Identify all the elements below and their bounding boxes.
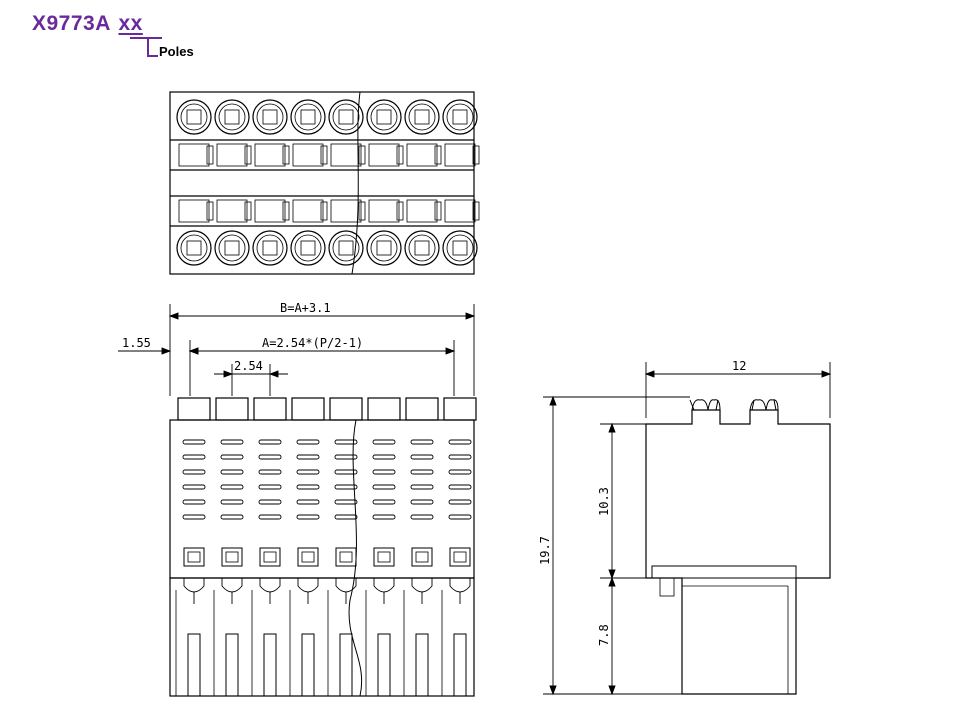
front-pin-tab	[177, 397, 211, 421]
top-pin-circle	[290, 99, 326, 135]
part-number: X9773A	[32, 12, 111, 35]
front-pin-tab	[329, 397, 363, 421]
front-view	[169, 397, 477, 697]
pole-suffix: xx	[118, 12, 143, 35]
top-pin-circle	[214, 230, 250, 266]
side-view	[645, 399, 831, 695]
top-pin-circle	[176, 230, 212, 266]
top-pin-circle	[404, 99, 440, 135]
top-pin-circle	[176, 99, 212, 135]
top-pin-circle	[442, 99, 478, 135]
front-pin-tab	[291, 397, 325, 421]
dim-depth: 12	[732, 359, 746, 373]
front-pin-tab	[367, 397, 401, 421]
top-pin-circle	[214, 99, 250, 135]
front-pin-tab	[253, 397, 287, 421]
side-dimensions	[543, 362, 832, 696]
dim-pitch-span: A=2.54*(P/2-1)	[262, 336, 363, 350]
front-pin-tab	[443, 397, 477, 421]
suffix-callout-line	[147, 38, 158, 57]
front-pin-tab	[405, 397, 439, 421]
top-pin-circle	[366, 230, 402, 266]
top-pin-circle	[404, 230, 440, 266]
dim-pitch: 2.54	[234, 359, 263, 373]
front-pin-tab	[215, 397, 249, 421]
front-view-base	[169, 577, 475, 697]
part-number-title: X9773A xx	[32, 12, 143, 36]
top-pin-circle	[252, 99, 288, 135]
poles-label: Poles	[159, 44, 194, 59]
top-pin-circle	[366, 99, 402, 135]
top-pin-circle	[442, 230, 478, 266]
dim-overall-width: B=A+3.1	[280, 301, 331, 315]
dim-height-total: 19.7	[538, 536, 552, 565]
top-pin-circle	[328, 230, 364, 266]
top-pin-circle	[290, 230, 326, 266]
top-view-outline	[169, 91, 475, 275]
side-view-outline	[645, 409, 831, 695]
dim-height-upper: 10.3	[597, 487, 611, 516]
top-pin-circle	[328, 99, 364, 135]
dim-height-lower: 7.8	[597, 624, 611, 646]
top-view	[169, 91, 480, 275]
front-dimensions	[118, 304, 476, 396]
dim-edge-offset: 1.55	[122, 336, 151, 350]
top-pin-circle	[252, 230, 288, 266]
